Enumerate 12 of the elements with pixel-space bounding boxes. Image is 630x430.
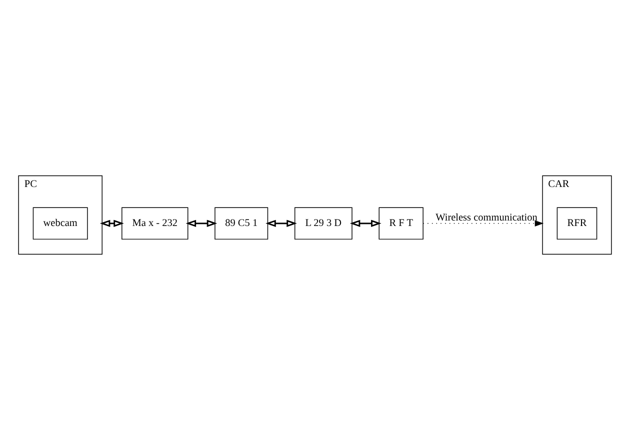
node-box: R F T (378, 207, 424, 240)
arrow (350, 220, 382, 228)
node-box: 89 C5 1 (214, 207, 268, 240)
node-box: L 29 3 D (294, 207, 352, 240)
node-box: Ma x - 232 (122, 207, 188, 240)
arrow (422, 220, 544, 226)
edge-label: Wireless communication (436, 212, 538, 224)
arrow (266, 220, 297, 228)
arrow (100, 220, 124, 228)
node-box: webcam (32, 207, 88, 240)
node-box: RFR (556, 207, 598, 240)
arrow (186, 220, 218, 228)
